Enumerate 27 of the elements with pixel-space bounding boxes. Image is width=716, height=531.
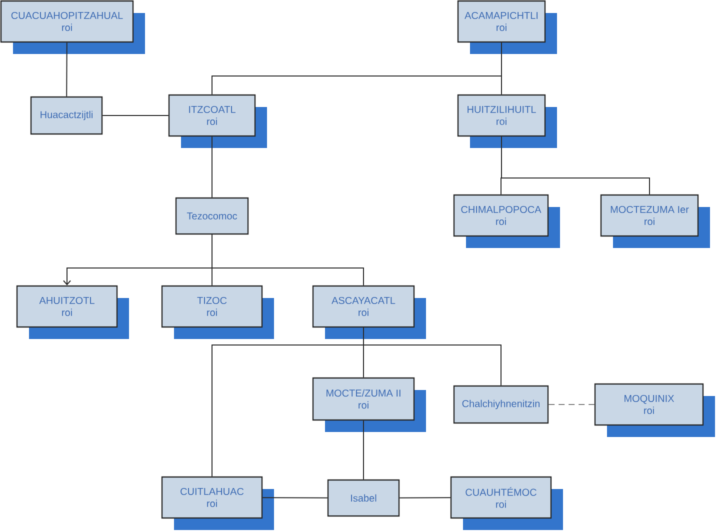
person-box: MOCTE/ZUMA II roi [312, 377, 426, 432]
connector-line [501, 42, 502, 95]
person-box: Chalchiyhnenitzin [453, 385, 549, 424]
connector-line [102, 114, 169, 116]
person-box: TIZOC roi [161, 285, 274, 339]
person-box: ITZCOATL roi [168, 94, 267, 148]
person-box: Huacactzijtli [30, 96, 103, 135]
person-box: CUAUHTÉMOC roi [450, 476, 563, 530]
connector-line [212, 327, 364, 477]
person-box: AHUITZOTL roi [16, 285, 129, 339]
connector-line [212, 234, 364, 286]
person-box: ASCAYACATL roi [312, 285, 426, 339]
connector-line [66, 42, 68, 97]
person-box: CHIMALPOPOCA roi [453, 194, 560, 248]
person-box: MOCTEZUMA Ier roi [600, 194, 710, 248]
person-box: CUITLAHUAC roi [161, 476, 274, 530]
connector-line [501, 136, 650, 195]
person-box: CUACUAHOPITZAHUAL roi [0, 0, 145, 54]
person-box: HUITZILIHUITL roi [457, 94, 557, 148]
person-box: ACAMAPICHTLI roi [457, 0, 557, 54]
person-box: Tezocomoc [175, 197, 249, 235]
connector-line [399, 497, 451, 498]
person-box: Isabel [327, 479, 400, 517]
connector-line [548, 404, 595, 405]
connector-line [262, 497, 328, 498]
person-box: MOQUINIX roi [594, 383, 715, 437]
connector-line [363, 420, 364, 480]
